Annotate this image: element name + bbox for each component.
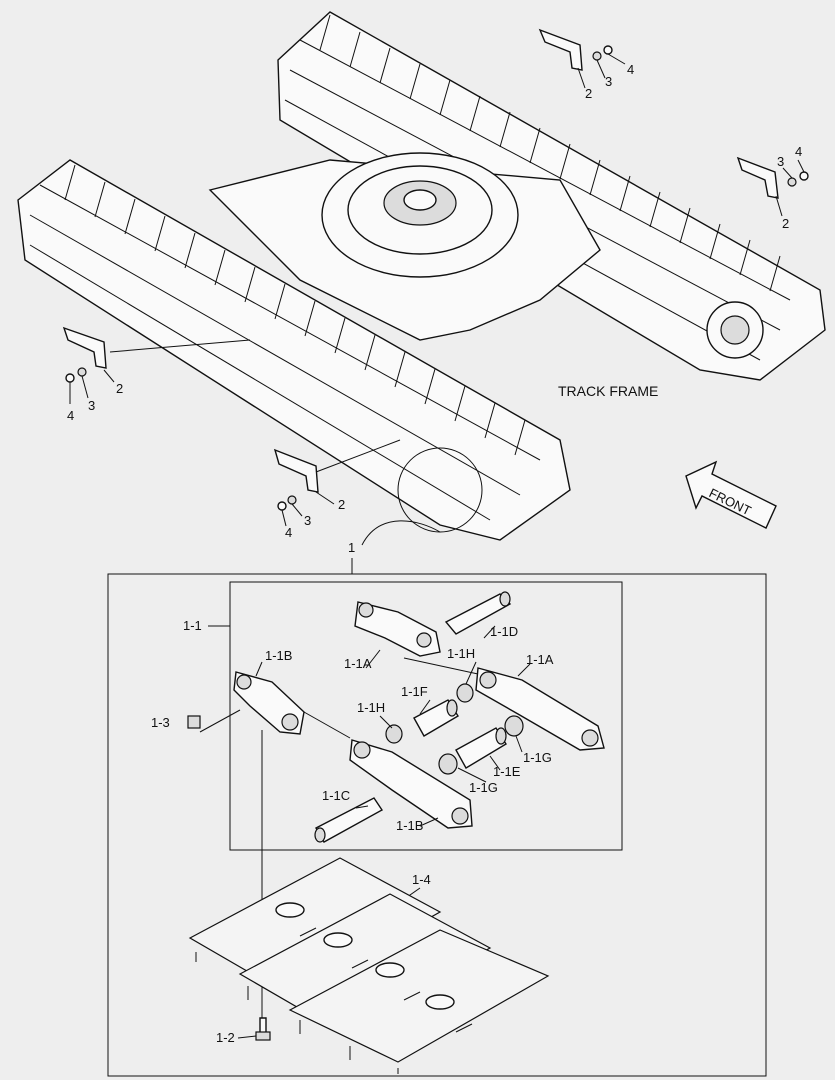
callout-1-1E: 1-1E <box>493 764 521 779</box>
detail-leaders <box>199 625 531 1040</box>
track-shoes-1-4 <box>188 857 550 1074</box>
bushing-1-1F <box>413 699 459 737</box>
callout-2-left: 2 <box>116 381 123 396</box>
track-frame-title: TRACK FRAME <box>558 383 658 399</box>
bracket-top-right <box>538 28 613 71</box>
callout-1-1G-right: 1-1G <box>523 750 552 765</box>
callout-1-1H-upper: 1-1H <box>447 646 475 661</box>
bushing-1-1E <box>455 727 507 769</box>
callout-1-1B-lower: 1-1B <box>396 818 423 833</box>
callout-3-bottom: 3 <box>304 513 311 528</box>
bracket-left <box>62 326 107 383</box>
callout-1-1A-right: 1-1A <box>526 652 554 667</box>
front-arrow: FRONT <box>685 460 777 529</box>
seals <box>385 683 524 775</box>
callout-1-1B-upper: 1-1B <box>265 648 292 663</box>
track-link-1-1B-left <box>233 671 305 735</box>
callout-4-top-right: 4 <box>627 62 634 77</box>
callout-1-1G-lower: 1-1G <box>469 780 498 795</box>
bracket-bottom <box>273 448 319 511</box>
callout-1-1: 1-1 <box>183 618 202 633</box>
callout-1: 1 <box>348 540 355 555</box>
callout-1-3: 1-3 <box>151 715 170 730</box>
callout-4-left: 4 <box>67 408 74 423</box>
callout-3-right: 3 <box>777 154 784 169</box>
callout-4-right: 4 <box>795 144 802 159</box>
callout-2-top-right: 2 <box>585 86 592 101</box>
callout-1-1F: 1-1F <box>401 684 428 699</box>
callout-1-1C: 1-1C <box>322 788 350 803</box>
nut-1-3 <box>187 715 201 729</box>
pin-1-1D <box>444 591 512 635</box>
callout-1-2: 1-2 <box>216 1030 235 1045</box>
detail-frame <box>107 573 767 1077</box>
arrow-up-left-icon <box>685 460 777 529</box>
bracket-right <box>736 156 809 199</box>
callout-1-1A-upper: 1-1A <box>344 656 372 671</box>
bolt-1-2 <box>255 1017 271 1041</box>
callout-2-right: 2 <box>782 216 789 231</box>
bracket-leaders <box>69 53 805 527</box>
track-link-1-1B-lower <box>349 739 473 829</box>
track-frame-assembly <box>17 11 826 546</box>
callout-1-4: 1-4 <box>412 872 431 887</box>
callout-1-1H-lower: 1-1H <box>357 700 385 715</box>
track-link-1-1A-upper <box>354 601 441 657</box>
callout-1-1D: 1-1D <box>490 624 518 639</box>
callout-4-bottom: 4 <box>285 525 292 540</box>
callout-3-top-right: 3 <box>605 74 612 89</box>
pin-1-1C <box>314 797 384 843</box>
callout-3-left: 3 <box>88 398 95 413</box>
track-link-1-1A-right <box>475 667 605 751</box>
callout-2-bottom: 2 <box>338 497 345 512</box>
left-track-shoes <box>29 164 541 521</box>
